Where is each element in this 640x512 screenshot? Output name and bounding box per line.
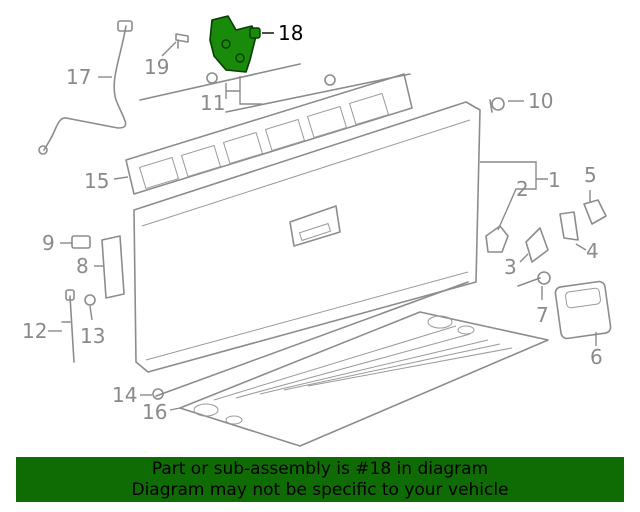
callout-5: 5 xyxy=(584,163,597,187)
leader-3 xyxy=(519,253,529,263)
banner-line-2: Diagram may not be specific to your vehi… xyxy=(131,480,509,500)
leader-13 xyxy=(89,305,93,321)
leader-4 xyxy=(575,243,587,251)
harness-cable-part xyxy=(38,20,133,155)
handle-part xyxy=(554,280,612,340)
leader-11 xyxy=(225,76,262,105)
top-cap-part xyxy=(125,73,413,195)
callout-8: 8 xyxy=(76,254,89,278)
callout-10: 10 xyxy=(528,89,553,113)
strap-part xyxy=(61,289,75,363)
callout-2: 2 xyxy=(516,177,529,201)
latch-part xyxy=(485,225,509,253)
tailgate-parts-diagram: 18 19 17 11 10 1 2 15 5 4 3 9 8 7 6 12 1… xyxy=(22,15,612,447)
callout-15: 15 xyxy=(84,169,109,193)
callout-9: 9 xyxy=(42,231,55,255)
callout-12: 12 xyxy=(22,319,47,343)
callout-11: 11 xyxy=(200,91,225,115)
callout-18: 18 xyxy=(278,21,303,45)
callout-17: 17 xyxy=(66,65,91,89)
tailgate-cable-part xyxy=(139,63,411,113)
washer-part xyxy=(84,294,96,306)
callout-3: 3 xyxy=(504,255,517,279)
callout-13: 13 xyxy=(80,324,105,348)
banner-line-1: Part or sub-assembly is #18 in diagram xyxy=(151,459,489,479)
callout-7: 7 xyxy=(536,303,549,327)
callout-19: 19 xyxy=(144,55,169,79)
bracket-part xyxy=(525,227,549,263)
striker-part xyxy=(559,211,579,241)
callout-4: 4 xyxy=(586,239,599,263)
hinge-part-highlighted xyxy=(209,15,261,73)
leader-1 xyxy=(480,161,548,231)
callout-14: 14 xyxy=(112,383,137,407)
info-banner: Part or sub-assembly is #18 in diagram D… xyxy=(16,457,624,502)
rod-part xyxy=(152,281,469,400)
callout-6: 6 xyxy=(590,345,603,369)
bolt-part xyxy=(175,33,189,49)
nut-part xyxy=(489,97,505,113)
bumper-part xyxy=(583,199,607,225)
leader-15 xyxy=(113,176,129,180)
callout-1: 1 xyxy=(548,168,561,192)
liner-part xyxy=(179,311,549,447)
hinge-bracket-part xyxy=(101,235,125,299)
tailgate-panel-part xyxy=(133,101,481,373)
leader-19 xyxy=(161,41,177,57)
leader-16 xyxy=(169,407,181,411)
block-part xyxy=(71,235,91,249)
rod-clip-part xyxy=(517,271,551,287)
callout-16: 16 xyxy=(142,400,167,424)
